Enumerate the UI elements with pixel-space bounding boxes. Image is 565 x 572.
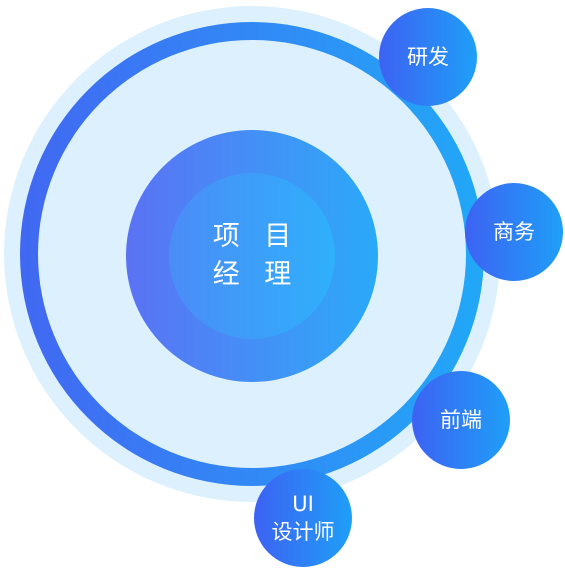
center-circle-inner <box>169 173 335 339</box>
node-frontend-label: 前端 <box>440 408 482 432</box>
node-rd-label: 研发 <box>407 45 449 69</box>
node-business-label: 商务 <box>493 220 535 244</box>
node-ui-designer-label-line1: UI <box>292 492 314 516</box>
node-frontend[interactable]: 前端 <box>412 371 510 469</box>
center-label-line1: 项 目 <box>212 221 300 252</box>
node-business[interactable]: 商务 <box>465 183 563 281</box>
node-ui-designer[interactable]: UI 设计师 <box>254 469 352 567</box>
node-rd[interactable]: 研发 <box>379 8 477 106</box>
node-ui-designer-label-line2: 设计师 <box>271 520 335 544</box>
center-label-line2: 经 理 <box>212 259 300 290</box>
center-label: 项 目 经 理 <box>169 173 335 339</box>
